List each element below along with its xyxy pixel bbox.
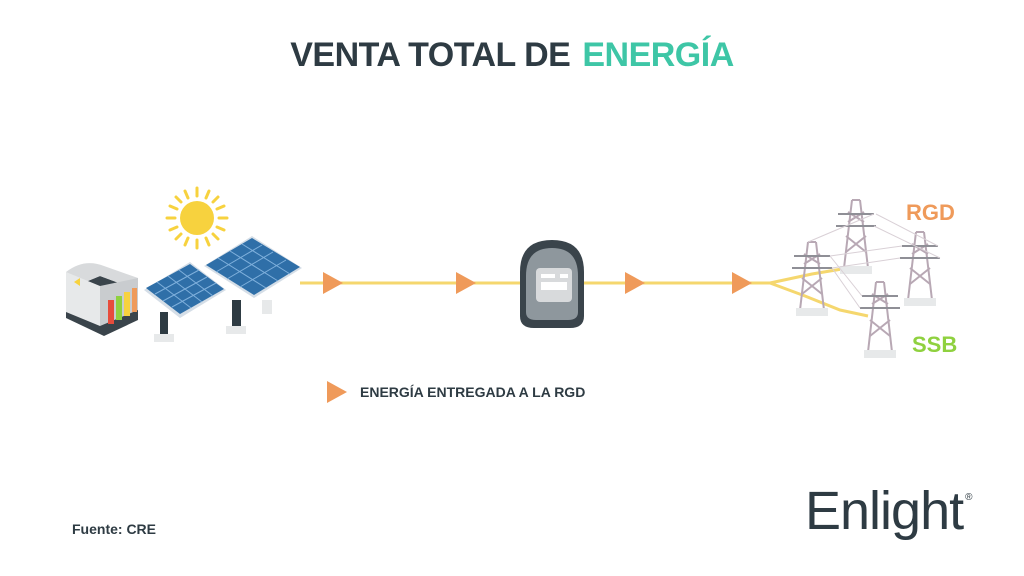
arrow-triangle-icon [732,272,752,294]
transmission-tower-icon [836,199,876,274]
transmission-tower-icon [900,231,940,306]
brand-logo: Enlight® [805,480,973,542]
transmission-tower-icon [792,241,832,316]
arrow-triangle-icon [327,381,347,403]
meter-icon [520,240,584,328]
rgd-label: RGD [906,200,955,225]
solar-panel-icon [204,236,302,334]
source-text: Fuente: CRE [72,521,156,537]
arrow-triangle-icon [323,272,343,294]
ssb-label: SSB [912,332,958,357]
power-lines [807,213,941,309]
arrow-triangle-icon [625,272,645,294]
transmission-tower-icon [860,281,900,358]
title-part-1: VENTA TOTAL DE [290,36,571,74]
legend-label: ENERGÍA ENTREGADA A LA RGD [360,384,586,400]
inverter-icon [66,263,138,336]
solar-panel-icon [144,262,226,342]
brand-name: Enlight [805,481,964,541]
sun-icon [165,186,229,250]
title-part-2: ENERGÍA [582,36,734,74]
page-title: VENTA TOTAL DE ENERGÍA [0,36,1024,75]
legend: ENERGÍA ENTREGADA A LA RGD [326,381,585,403]
brand-mark: ® [965,492,972,503]
arrow-triangle-icon [456,272,476,294]
